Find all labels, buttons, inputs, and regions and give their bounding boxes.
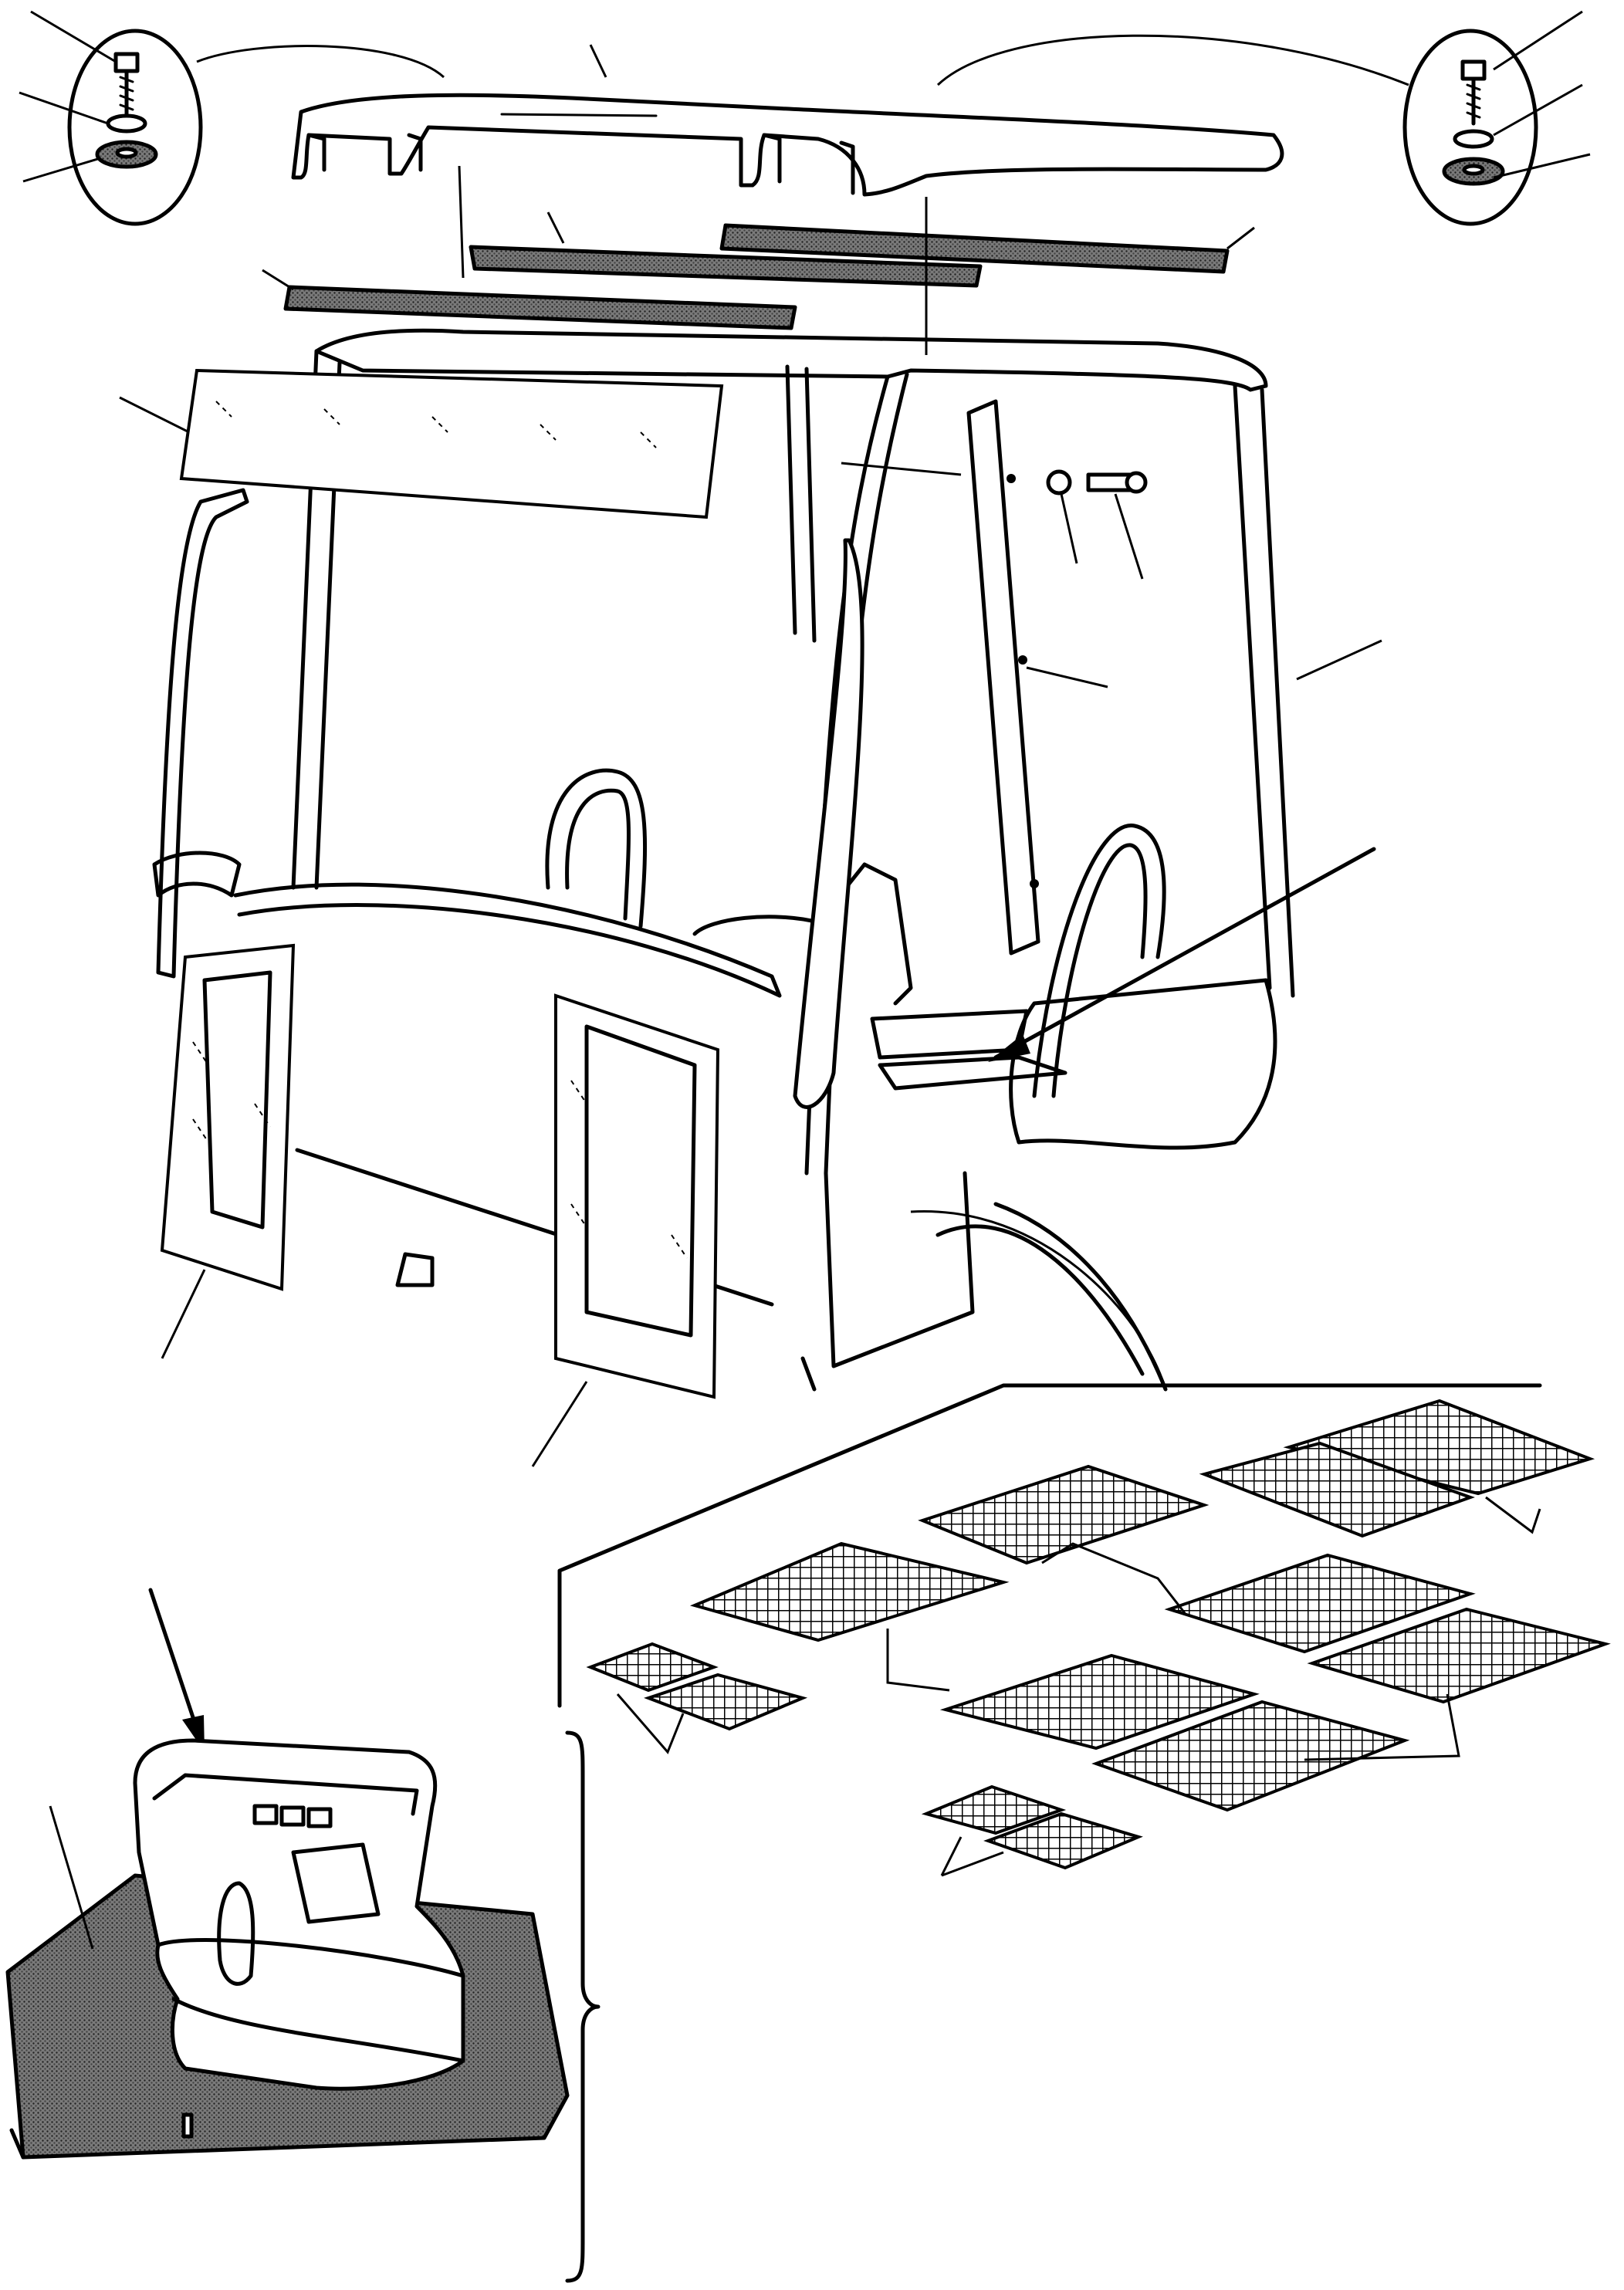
rear-pillar-strip <box>841 399 1382 956</box>
seal-strip-3 <box>283 285 797 330</box>
detail-circle-right-fasteners <box>1402 10 1591 226</box>
washer-icon <box>1046 469 1072 496</box>
detail-circle-left-fasteners <box>19 10 203 226</box>
right-lower-window <box>531 993 720 1467</box>
screw-right-icon <box>1460 59 1487 126</box>
leader-detail-right <box>936 34 1409 86</box>
screw-left-icon <box>113 52 140 118</box>
leader-to-mat-detail <box>910 1210 1167 1390</box>
floor-mat-pieces <box>586 1399 1611 1870</box>
left-lower-window <box>160 943 296 1359</box>
flat-washer-right-icon <box>1453 129 1494 149</box>
leader-detail-left <box>196 45 445 79</box>
seal-strip-2 <box>719 223 1230 274</box>
console-with-floor-mat <box>5 1738 570 2160</box>
flat-washer-left-icon <box>106 113 147 134</box>
cab-frame <box>152 328 1295 1392</box>
curly-brace-icon <box>565 1730 601 2283</box>
console-arrow-icon <box>148 1588 205 1752</box>
mat-leader-lines <box>616 1496 1541 1877</box>
roof-seal-strips <box>262 165 1255 355</box>
bracket-icon <box>395 1252 435 1287</box>
floor-mat-detail-panel <box>557 1383 1611 1877</box>
roof-cap <box>291 44 1284 197</box>
seal-strip-1 <box>469 245 983 288</box>
front-upper-window <box>119 368 724 519</box>
callout-arrow-icon <box>988 847 1376 1062</box>
